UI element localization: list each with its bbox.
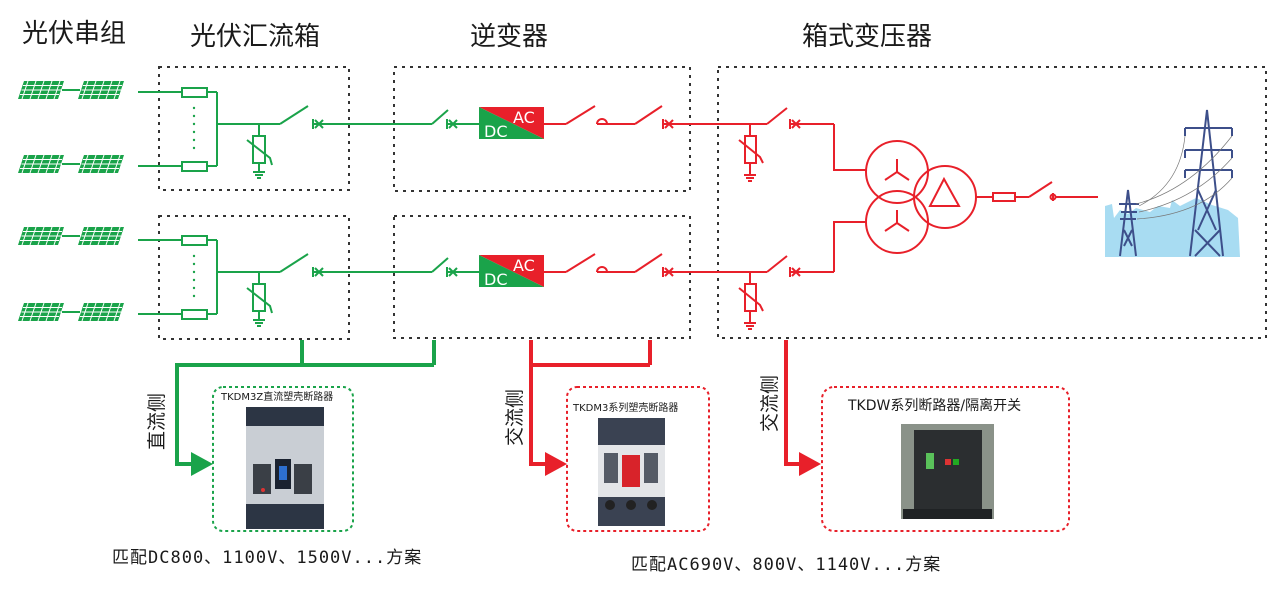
combiner-circuit-1 xyxy=(137,87,417,179)
inverter-frame-1 xyxy=(393,66,691,192)
ac-side-label-2: 交流侧 xyxy=(759,375,781,432)
title-combiner-box: 光伏汇流箱 xyxy=(190,22,320,52)
inverter-dc-label-2: DC xyxy=(484,270,508,289)
pv-panel-icon xyxy=(18,81,124,321)
product-name-acb: TKDW系列断路器/隔离开关 xyxy=(847,397,1021,414)
inverter-dc-label: DC xyxy=(484,122,508,141)
combiner-circuit-2 xyxy=(137,235,417,327)
inverter-ac-label: AC xyxy=(513,108,535,127)
product-name-ac-mccb: TKDM3系列塑壳断路器 xyxy=(572,401,678,414)
dc-mccb-image xyxy=(246,407,324,529)
transformer-input-1 xyxy=(715,107,835,182)
transformer-symbol xyxy=(833,124,1098,272)
product-name-dc-mccb: TKDM3Z直流塑壳断路器 xyxy=(220,390,333,403)
dc-branch-connector xyxy=(175,340,436,466)
combiner-box-frame-1 xyxy=(158,66,350,191)
ac-branch-connector-1 xyxy=(529,340,652,466)
title-inverter: 逆变器 xyxy=(470,22,548,52)
inverter-circuit-1 xyxy=(415,105,751,140)
inverter-ac-label-2: AC xyxy=(513,256,535,275)
acb-image xyxy=(901,424,994,519)
ac-side-label-1: 交流侧 xyxy=(504,389,526,446)
dc-arrow-icon xyxy=(191,452,213,476)
ac-arrow-icon-1 xyxy=(545,452,567,476)
transformer-frame xyxy=(717,66,1267,339)
title-pv-string: 光伏串组 xyxy=(22,19,126,49)
ac-branch-connector-2 xyxy=(784,340,800,466)
title-box-transformer: 箱式变压器 xyxy=(802,22,932,52)
power-grid-icon xyxy=(1105,109,1240,257)
combiner-box-frame-2 xyxy=(158,215,350,340)
ac-arrow-icon-2 xyxy=(799,452,821,476)
dc-solution-caption: 匹配DC800、1100V、1500V...方案 xyxy=(112,548,422,568)
product-card-acb xyxy=(821,386,1070,532)
product-card-ac-mccb xyxy=(566,386,710,532)
ac-solution-caption: 匹配AC690V、800V、1140V...方案 xyxy=(631,555,941,575)
product-card-dc-mccb xyxy=(212,386,354,532)
inverter-circuit-2 xyxy=(415,253,751,288)
ac-mccb-image xyxy=(598,418,665,526)
transformer-input-2 xyxy=(715,255,835,330)
dc-side-label: 直流侧 xyxy=(146,393,168,450)
